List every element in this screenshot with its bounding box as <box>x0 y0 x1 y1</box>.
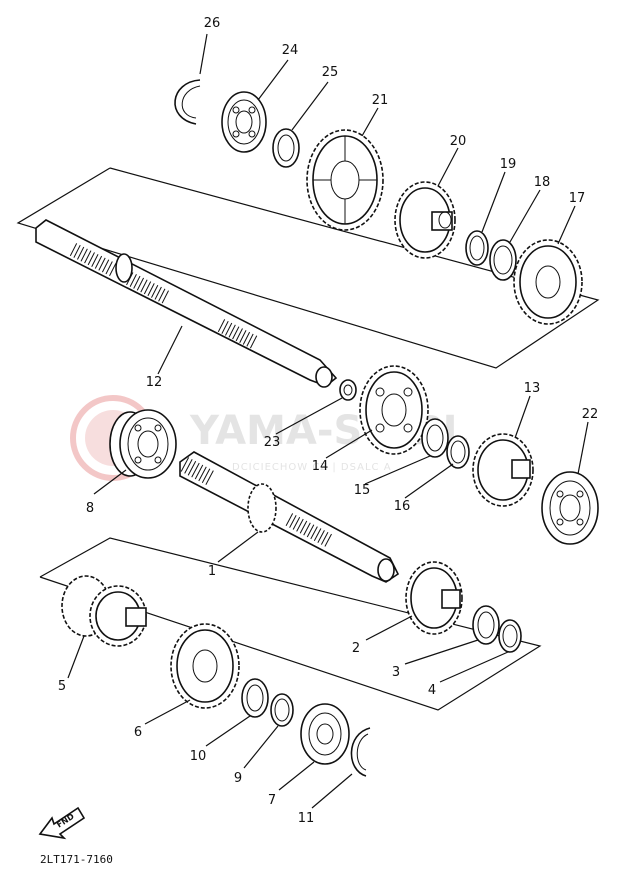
callout-14: 14 <box>312 459 329 474</box>
circlip-16 <box>446 435 470 469</box>
callout-16: 16 <box>394 499 411 514</box>
gear-5 <box>61 575 147 647</box>
callout-13: 13 <box>524 381 541 396</box>
callout-8: 8 <box>86 501 94 516</box>
bearing-7 <box>300 703 350 765</box>
callout-18: 18 <box>534 175 551 190</box>
bearing-22 <box>541 471 599 545</box>
collar-23 <box>339 379 357 401</box>
callout-4: 4 <box>428 683 436 698</box>
callout-26: 26 <box>204 16 221 31</box>
shaft-1 <box>178 451 400 583</box>
callout-11: 11 <box>298 811 315 826</box>
callout-17: 17 <box>569 191 586 206</box>
leader-lines <box>67 33 589 809</box>
callout-25: 25 <box>322 65 339 80</box>
callout-23: 23 <box>264 435 281 450</box>
gear-2 <box>405 561 463 635</box>
callout-2: 2 <box>352 641 360 656</box>
callout-1: 1 <box>208 564 216 579</box>
circlip-4 <box>498 619 522 653</box>
callout-21: 21 <box>372 93 389 108</box>
bearing-8 <box>109 409 177 479</box>
watermark-subtitle: DCICIECHOW CZ | DSALC A <box>232 462 392 473</box>
callout-3: 3 <box>392 665 400 680</box>
circlip-26 <box>174 79 201 125</box>
washer-3 <box>472 605 500 645</box>
shaft-12 <box>35 219 338 388</box>
washer-15 <box>421 418 449 458</box>
gear-17 <box>513 239 583 325</box>
callout-12: 12 <box>146 375 163 390</box>
callout-numbers: 26 24 25 21 20 19 18 17 12 23 14 15 16 1… <box>58 16 598 826</box>
circlip-11 <box>350 727 371 777</box>
washer-10 <box>241 678 269 718</box>
callout-10: 10 <box>190 749 207 764</box>
callout-7: 7 <box>268 793 276 808</box>
washer-25 <box>272 128 300 168</box>
callout-24: 24 <box>282 43 299 58</box>
bearing-24 <box>221 91 267 153</box>
front-arrow-icon: FND <box>38 806 86 840</box>
callout-6: 6 <box>134 725 142 740</box>
callout-9: 9 <box>234 771 242 786</box>
gear-21 <box>306 129 384 231</box>
lower-assembly-outline <box>39 537 542 711</box>
gear-20 <box>394 181 456 259</box>
callout-15: 15 <box>354 483 371 498</box>
gear-6 <box>170 623 240 709</box>
callout-19: 19 <box>500 157 517 172</box>
circlip-19 <box>465 230 489 266</box>
gear-14 <box>359 365 429 455</box>
callout-20: 20 <box>450 134 467 149</box>
circlip-9 <box>270 693 294 727</box>
callout-22: 22 <box>582 407 599 422</box>
callout-5: 5 <box>58 679 66 694</box>
washer-18 <box>489 239 517 281</box>
gear-13 <box>472 433 534 507</box>
diagram-code: 2LT171-7160 <box>40 853 113 866</box>
